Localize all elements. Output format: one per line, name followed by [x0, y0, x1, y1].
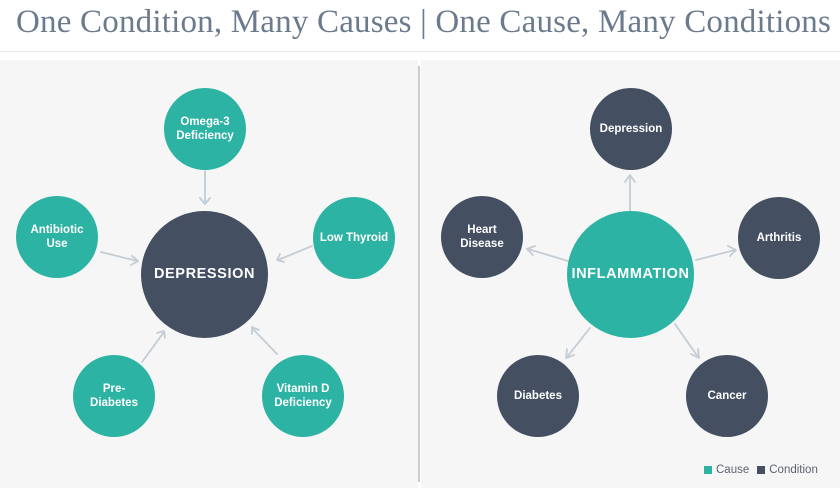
depression-hub-label: DEPRESSION: [153, 266, 256, 283]
cause-node-omega3: Omega-3 Deficiency: [164, 88, 246, 170]
condition-label-cancer: Cancer: [707, 389, 747, 402]
cause-label-pre-diabetes: Pre-Diabetes: [90, 382, 138, 409]
legend-cause-swatch: [704, 466, 712, 474]
condition-node-diabetes: Diabetes: [497, 355, 579, 437]
legend-condition-swatch: [757, 466, 766, 474]
cause-node-antibiotic-use: Antibiotic Use: [16, 196, 98, 278]
arrow-lowthyroid-to-depression: [276, 245, 313, 263]
cause-node-pre-diabetes: Pre-Diabetes: [73, 355, 155, 437]
legend-condition-label: Condition: [769, 464, 818, 476]
arrow-inflammation-to-depression: [624, 174, 636, 213]
condition-node-cancer: Cancer: [686, 355, 768, 437]
condition-label-depression: Depression: [599, 122, 663, 135]
arrow-inflammation-to-arthritis: [695, 245, 737, 261]
condition-label-diabetes: Diabetes: [514, 389, 562, 402]
panel-divider: [418, 66, 420, 482]
arrow-inflammation-to-diabetes: [565, 327, 591, 359]
cause-node-low-thyroid: Low Thyroid: [313, 197, 395, 279]
condition-node-depression: Depression: [590, 88, 672, 170]
legend: Cause Condition: [704, 464, 818, 476]
inflammation-hub-label: INFLAMMATION: [571, 266, 690, 283]
condition-label-arthritis: Arthritis: [756, 231, 802, 244]
cause-label-low-thyroid: Low Thyroid: [319, 231, 389, 244]
condition-node-heart-disease: Heart Disease: [441, 196, 523, 278]
arrow-inflammation-to-cancer: [674, 323, 700, 359]
cause-label-omega3: Omega-3 Deficiency: [176, 115, 234, 142]
arrow-prediabetes-to-depression: [141, 330, 166, 363]
arrow-antibiotic-to-depression: [100, 251, 139, 266]
arrow-omega3-to-depression: [199, 170, 211, 205]
arrow-vitamind-to-depression: [251, 326, 278, 355]
cause-label-antibiotic-use: Antibiotic Use: [30, 223, 84, 250]
condition-node-arthritis: Arthritis: [738, 197, 820, 279]
cause-node-vitamin-d: Vitamin D Deficiency: [262, 355, 344, 437]
depression-hub-node: DEPRESSION: [141, 211, 268, 338]
cause-label-vitamin-d: Vitamin D Deficiency: [274, 382, 332, 409]
title-divider: [0, 51, 840, 52]
inflammation-hub-node: INFLAMMATION: [567, 211, 694, 338]
arrow-inflammation-to-heartdisease: [526, 245, 569, 262]
legend-cause-label: Cause: [716, 464, 750, 476]
condition-label-heart-disease: Heart Disease: [460, 223, 504, 250]
page-title: One Condition, Many Causes | One Cause, …: [16, 4, 832, 40]
